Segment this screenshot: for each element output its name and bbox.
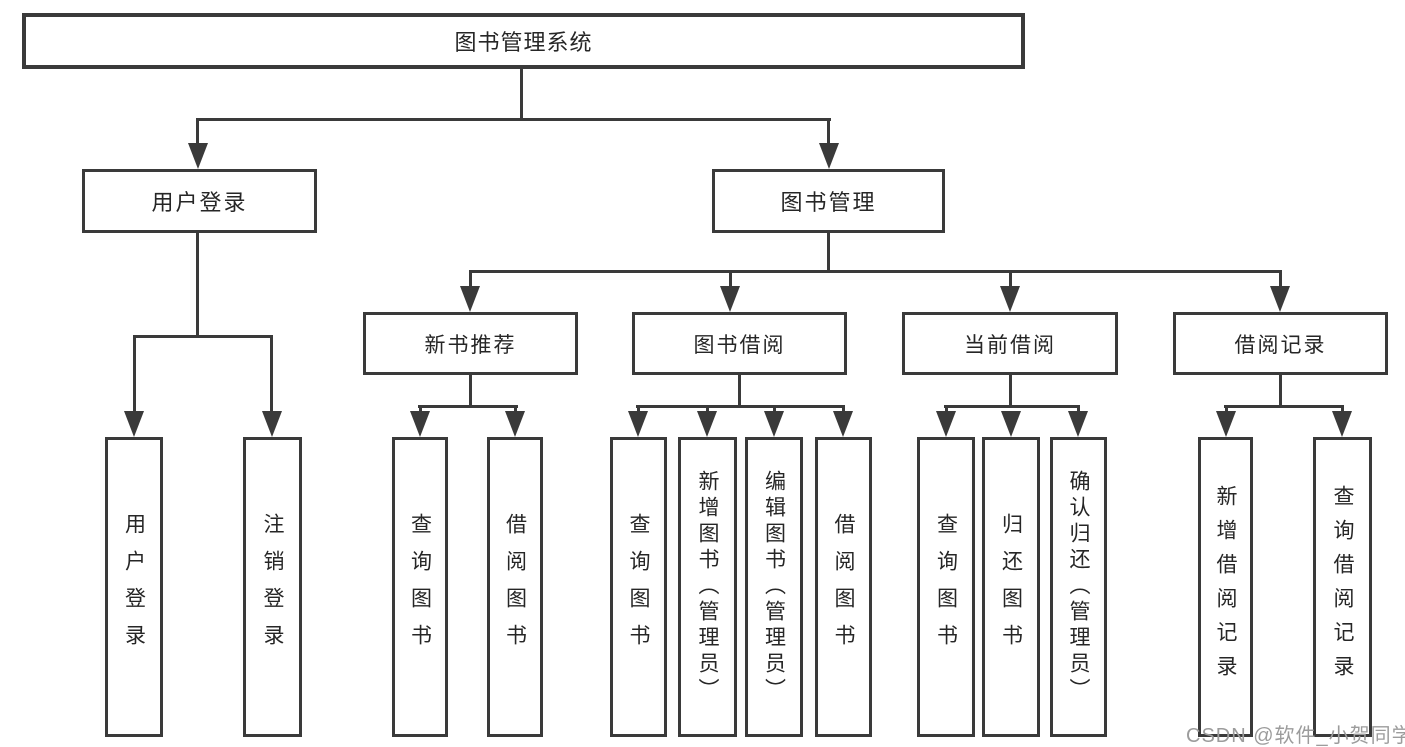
leaf-return-books-label: 归还图书 — [999, 513, 1023, 661]
connector-line — [197, 118, 831, 121]
node-borrow-records-label: 借阅记录 — [1234, 333, 1327, 357]
connector-line — [270, 335, 273, 413]
connector-line — [637, 405, 640, 414]
connector-line — [1279, 270, 1282, 290]
arrowhead-icon — [1270, 286, 1290, 312]
arrowhead-icon — [628, 411, 648, 437]
connector-line — [1279, 375, 1282, 406]
connector-line — [944, 405, 1080, 408]
connector-line — [706, 405, 709, 414]
leaf-borrow-books-recommend: 借阅图书 — [487, 437, 543, 737]
leaf-add-books-admin: 新增图书（管理员） — [678, 437, 737, 737]
connector-line — [1077, 405, 1080, 414]
leaf-query-books-recommend: 查询图书 — [392, 437, 448, 737]
arrowhead-icon — [819, 143, 839, 169]
arrowhead-icon — [124, 411, 144, 437]
leaf-add-books-admin-label: 新增图书（管理员） — [696, 470, 719, 704]
node-current-borrow: 当前借阅 — [902, 312, 1118, 375]
arrowhead-icon — [505, 411, 525, 437]
connector-line — [469, 375, 472, 406]
node-user-login-label: 用户登录 — [151, 190, 248, 215]
leaf-confirm-return-admin: 确认归还（管理员） — [1050, 437, 1107, 737]
connector-line — [520, 69, 523, 119]
connector-line — [133, 335, 273, 338]
leaf-query-books-borrow: 查询图书 — [610, 437, 667, 737]
connector-line — [1341, 405, 1344, 414]
arrowhead-icon — [936, 411, 956, 437]
connector-line — [1009, 270, 1012, 290]
leaf-query-books-borrow-label: 查询图书 — [627, 513, 650, 661]
connector-line — [738, 375, 741, 406]
node-book-borrow-label: 图书借阅 — [693, 333, 786, 357]
connector-line — [1225, 405, 1228, 414]
node-borrow-records: 借阅记录 — [1173, 312, 1388, 375]
leaf-query-books-current: 查询图书 — [917, 437, 975, 737]
arrowhead-icon — [764, 411, 784, 437]
arrowhead-icon — [1332, 411, 1352, 437]
arrowhead-icon — [833, 411, 853, 437]
leaf-confirm-return-admin-label: 确认归还（管理员） — [1067, 470, 1090, 704]
connector-line — [469, 270, 472, 290]
leaf-user-login: 用户登录 — [105, 437, 163, 737]
arrowhead-icon — [1001, 411, 1021, 437]
node-book-borrow: 图书借阅 — [632, 312, 847, 375]
connector-line — [196, 118, 199, 146]
arrowhead-icon — [188, 143, 208, 169]
node-new-book-recommend-label: 新书推荐 — [424, 333, 517, 357]
arrowhead-icon — [720, 286, 740, 312]
leaf-logout-login-label: 注销登录 — [261, 513, 284, 661]
arrowhead-icon — [1216, 411, 1236, 437]
arrowhead-icon — [410, 411, 430, 437]
node-new-book-recommend: 新书推荐 — [363, 312, 578, 375]
arrowhead-icon — [697, 411, 717, 437]
leaf-query-books-current-label: 查询图书 — [934, 513, 958, 661]
connector-line — [418, 405, 518, 408]
arrowhead-icon — [460, 286, 480, 312]
leaf-return-books: 归还图书 — [982, 437, 1040, 737]
csdn-watermark: CSDN @软件_小贺同学 — [1186, 725, 1405, 747]
leaf-query-books-recommend-label: 查询图书 — [408, 513, 432, 661]
leaf-query-borrow-record: 查询借阅记录 — [1313, 437, 1372, 737]
connector-line — [773, 405, 776, 414]
connector-line — [1009, 375, 1012, 406]
node-book-management-label: 图书管理 — [780, 190, 877, 215]
leaf-add-borrow-record-label: 新增借阅记录 — [1214, 485, 1237, 689]
connector-line — [827, 118, 830, 146]
node-root: 图书管理系统 — [22, 13, 1025, 69]
connector-line — [514, 405, 517, 414]
node-current-borrow-label: 当前借阅 — [964, 333, 1056, 357]
connector-line — [636, 405, 845, 408]
leaf-query-borrow-record-label: 查询借阅记录 — [1331, 485, 1354, 689]
arrowhead-icon — [262, 411, 282, 437]
connector-line — [945, 405, 948, 414]
connector-line — [827, 233, 830, 272]
arrowhead-icon — [1068, 411, 1088, 437]
node-book-management: 图书管理 — [712, 169, 945, 233]
leaf-user-login-label: 用户登录 — [122, 513, 146, 661]
connector-line — [1224, 405, 1344, 408]
leaf-logout-login: 注销登录 — [243, 437, 302, 737]
connector-line — [196, 233, 199, 337]
leaf-borrow-books-label: 借阅图书 — [832, 513, 855, 661]
leaf-edit-books-admin-label: 编辑图书（管理员） — [762, 470, 786, 704]
node-root-label: 图书管理系统 — [454, 30, 593, 55]
leaf-add-borrow-record: 新增借阅记录 — [1198, 437, 1253, 737]
arrowhead-icon — [1000, 286, 1020, 312]
connector-line — [419, 405, 422, 414]
connector-line — [469, 270, 1282, 273]
connector-line — [133, 335, 136, 413]
leaf-borrow-books-recommend-label: 借阅图书 — [503, 513, 527, 661]
connector-line — [729, 270, 732, 290]
connector-line — [842, 405, 845, 414]
leaf-borrow-books: 借阅图书 — [815, 437, 872, 737]
node-user-login: 用户登录 — [82, 169, 317, 233]
leaf-edit-books-admin: 编辑图书（管理员） — [745, 437, 803, 737]
